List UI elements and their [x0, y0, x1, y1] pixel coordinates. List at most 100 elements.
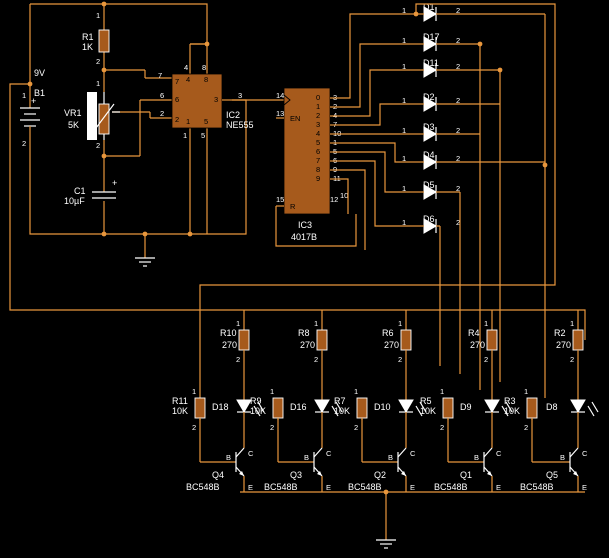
ic2-ne555: 4 8 7 6 2 1 5 3 7 6 2 4 8 1 5 3 IC2 NE55…	[158, 63, 254, 140]
steering-diode-ref: D11	[423, 58, 439, 68]
svg-text:2: 2	[484, 355, 488, 364]
diode-anode-pin: 1	[402, 218, 406, 227]
svg-text:2: 2	[192, 423, 196, 432]
timer-wiring	[9, 3, 586, 340]
led-driver-stages: R1027012D18R1110K12Q4BC548BCBER827012D16…	[172, 310, 599, 492]
base-resistor-ref: R7	[334, 396, 346, 406]
ic3-en-label: EN	[290, 114, 300, 123]
svg-text:E: E	[582, 483, 587, 492]
svg-text:3: 3	[214, 95, 218, 104]
svg-text:1: 1	[186, 117, 190, 126]
base-resistor-value: 10K	[250, 406, 266, 416]
c1-plus: +	[112, 178, 117, 188]
ic3-output-index: 2	[316, 111, 320, 120]
battery-pin1: 1	[22, 91, 26, 100]
svg-text:2: 2	[354, 423, 358, 432]
diode-cathode-pin: 2	[456, 6, 460, 15]
svg-text:7: 7	[158, 71, 162, 80]
emitter-ground-bus	[240, 491, 585, 549]
led-ref: D9	[460, 402, 472, 412]
collector-resistor-value: 270	[300, 340, 315, 350]
svg-text:2: 2	[270, 423, 274, 432]
transistor-part: BC548B	[520, 482, 554, 492]
svg-text:1: 1	[484, 319, 488, 328]
svg-text:10: 10	[340, 191, 348, 200]
diode-cathode-pin: 2	[456, 154, 460, 163]
steering-diode-ref: D6	[423, 214, 435, 224]
svg-text:B: B	[560, 453, 565, 462]
svg-text:2: 2	[160, 109, 164, 118]
svg-text:C: C	[496, 449, 502, 458]
svg-text:2: 2	[398, 355, 402, 364]
transistor-part: BC548B	[264, 482, 298, 492]
transistor-part: BC548B	[186, 482, 220, 492]
svg-text:8: 8	[204, 75, 208, 84]
svg-text:1: 1	[270, 387, 274, 396]
led-ref: D10	[374, 402, 391, 412]
svg-text:1: 1	[524, 387, 528, 396]
svg-text:13: 13	[276, 109, 284, 118]
svg-text:7: 7	[175, 77, 179, 86]
svg-text:B: B	[388, 453, 393, 462]
ic3-part: 4017B	[291, 232, 317, 242]
diode-cathode-pin: 2	[456, 218, 460, 227]
c1-value: 10µF	[64, 196, 85, 206]
ic3-output-index: 1	[316, 102, 320, 111]
junction-dots	[27, 1, 548, 495]
transistor-ref: Q4	[212, 470, 224, 480]
base-resistor-value: 10K	[504, 406, 520, 416]
collector-resistor-ref: R6	[382, 328, 394, 338]
capacitor-c1: + C1 10µF	[64, 178, 117, 206]
battery-b1: 9V B1 + 1 2	[20, 68, 45, 148]
battery-pin2: 2	[22, 139, 26, 148]
svg-text:B: B	[226, 453, 231, 462]
r1-ref: R1	[82, 32, 94, 42]
diode-cathode-pin: 2	[456, 36, 460, 45]
svg-text:2: 2	[96, 57, 100, 66]
ground-symbol-left	[135, 257, 155, 267]
diode-anode-pin: 1	[402, 96, 406, 105]
transistor-part: BC548B	[434, 482, 468, 492]
svg-text:8: 8	[202, 63, 206, 72]
svg-text:C: C	[410, 449, 416, 458]
svg-text:1: 1	[236, 319, 240, 328]
diode-cathode-pin: 2	[456, 184, 460, 193]
ic3-output-index: 6	[316, 147, 320, 156]
svg-text:1: 1	[570, 319, 574, 328]
svg-text:4: 4	[186, 75, 190, 84]
ic2-ref: IC2	[226, 110, 240, 120]
svg-text:2: 2	[570, 355, 574, 364]
svg-text:2: 2	[96, 141, 100, 150]
svg-text:B: B	[304, 453, 309, 462]
svg-text:E: E	[326, 483, 331, 492]
base-resistor-ref: R5	[420, 396, 432, 406]
steering-diode-ref: D2	[423, 92, 435, 102]
diode-anode-pin: 1	[402, 154, 406, 163]
diode-anode-pin: 1	[402, 62, 406, 71]
ic3-ref: IC3	[298, 220, 312, 230]
vr1-ref: VR1	[64, 108, 82, 118]
ic3-output-index: 0	[316, 93, 320, 102]
ic2-part: NE555	[226, 120, 254, 130]
base-resistor-ref: R11	[172, 396, 188, 406]
svg-text:5: 5	[201, 131, 205, 140]
led-ref: D16	[290, 402, 307, 412]
collector-resistor-ref: R2	[554, 328, 566, 338]
transistor-ref: Q5	[546, 470, 558, 480]
ic3-r-label: R	[290, 202, 296, 211]
steering-diode: 1 2 D6	[402, 214, 460, 234]
svg-text:C: C	[248, 449, 254, 458]
svg-text:6: 6	[160, 91, 164, 100]
svg-text:B: B	[474, 453, 479, 462]
diode-cathode-pin: 2	[456, 62, 460, 71]
collector-resistor-ref: R8	[298, 328, 310, 338]
